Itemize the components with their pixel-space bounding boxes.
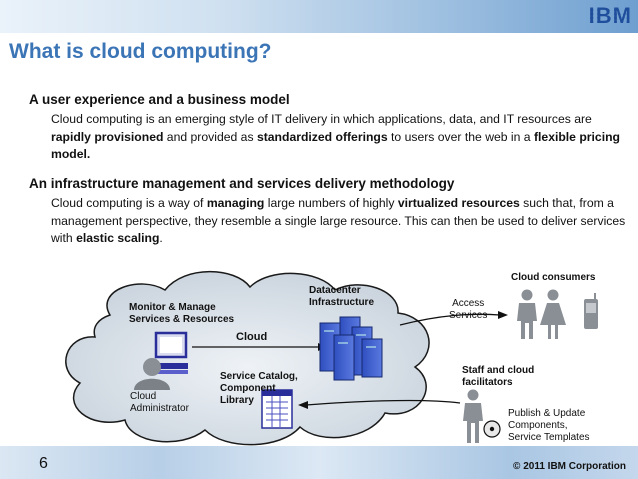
- cloud-diagram: [65, 270, 598, 446]
- staff-person-icon: [463, 389, 483, 443]
- text-run: elastic scaling: [76, 231, 160, 245]
- admin-computer-icon: [150, 331, 188, 374]
- consumer-female-icon: [540, 289, 566, 339]
- consumer-male-icon: [517, 289, 537, 339]
- section-heading-2: An infrastructure management and service…: [29, 176, 455, 191]
- cloud-admin-label: Cloud Administrator: [130, 391, 189, 414]
- server-rack-icon: [319, 316, 383, 381]
- text-run: managing: [206, 196, 265, 210]
- cloud-shape: [65, 270, 430, 446]
- disc-icon: [483, 420, 501, 438]
- admin-person-icon: [134, 358, 170, 390]
- mobile-phone-icon: [584, 293, 598, 329]
- monitor-manage-label: Monitor & Manage Services & Resources: [129, 302, 235, 325]
- copyright: © 2011 IBM Corporation: [513, 461, 626, 472]
- service-catalog-label: Service Catalog, Component Library: [220, 371, 298, 406]
- text-run: to users over the web in a: [387, 129, 534, 144]
- footer-band: [0, 446, 638, 479]
- header-band: [0, 0, 638, 33]
- text-run: virtualized resources: [397, 196, 520, 210]
- section-body-2: Cloud computing is a way of managing lar…: [51, 195, 631, 248]
- text-run: Cloud computing is an emerging style of …: [51, 112, 592, 126]
- text-run: standardized offerings: [256, 129, 388, 144]
- slide-title: What is cloud computing?: [9, 40, 272, 63]
- text-run: Cloud computing is a way of: [51, 196, 207, 210]
- staff-label: Staff and cloud facilitators: [462, 365, 535, 388]
- ibm-logo: IBM: [588, 3, 632, 28]
- access-arrow: [399, 311, 508, 326]
- catalog-library-icon: [261, 389, 293, 429]
- datacenter-label: Datacenter Infrastructure: [309, 285, 375, 308]
- text-run: rapidly provisioned: [51, 129, 164, 144]
- cloud-consumers-label: Cloud consumers: [511, 272, 596, 283]
- cloud-label: Cloud: [236, 331, 268, 343]
- publish-arrow: [298, 399, 461, 409]
- text-run: such that, from a management perspective…: [51, 196, 626, 245]
- section-body-1: Cloud computing is an emerging style of …: [51, 111, 631, 164]
- text-run: .: [159, 231, 163, 245]
- access-services-label: Access Services: [449, 298, 488, 321]
- publish-label: Publish & Update Components, Service Tem…: [508, 408, 590, 443]
- text-run: flexible pricing model.: [51, 129, 620, 162]
- section-heading-1: A user experience and a business model: [29, 92, 290, 107]
- text-run: large numbers of highly: [264, 196, 398, 210]
- text-run: and provided as: [163, 129, 257, 144]
- page-number: 6: [39, 455, 48, 472]
